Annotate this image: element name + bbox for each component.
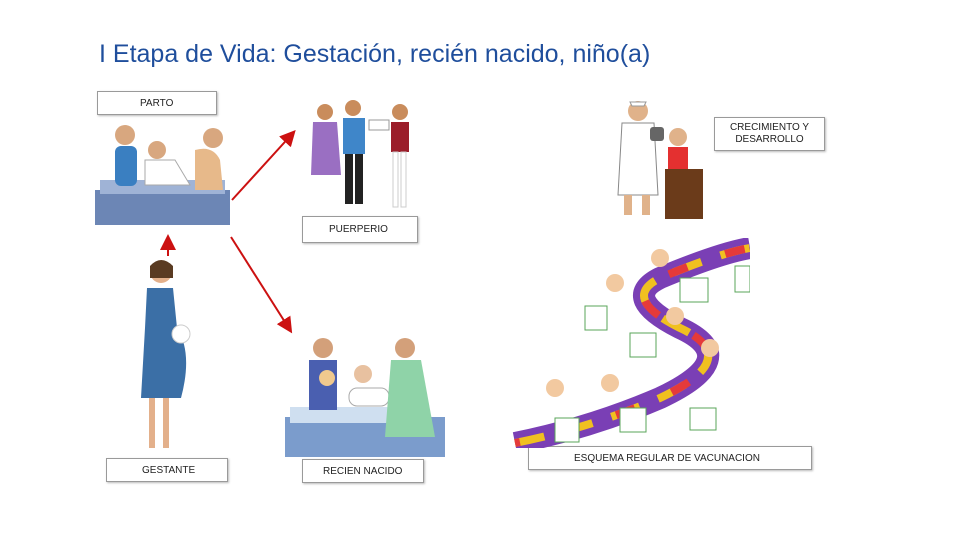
puerperio-illustration bbox=[311, 100, 409, 208]
label-esquema: ESQUEMA REGULAR DE VACUNACION bbox=[528, 446, 812, 470]
label-puerperio-text: PUERPERIO bbox=[329, 224, 388, 235]
label-recien-nacido-text: RECIEN NACIDO bbox=[323, 465, 403, 477]
label-parto-text: PARTO bbox=[140, 97, 174, 109]
vacunacion-illustration bbox=[512, 238, 750, 448]
slide-title: I Etapa de Vida: Gestación, recién nacid… bbox=[99, 40, 651, 68]
label-gestante-text: GESTANTE bbox=[142, 464, 196, 476]
crecimiento-illustration bbox=[617, 101, 703, 219]
delivery-illustration bbox=[95, 125, 230, 225]
label-puerperio: PUERPERIO bbox=[302, 216, 418, 243]
label-gestante: GESTANTE bbox=[106, 458, 228, 482]
recien-nacido-illustration bbox=[285, 338, 445, 457]
label-crecimiento-text: CRECIMIENTO Y DESARROLLO bbox=[729, 121, 810, 146]
label-recien-nacido: RECIEN NACIDO bbox=[302, 459, 424, 483]
label-crecimiento: CRECIMIENTO Y DESARROLLO bbox=[714, 117, 825, 151]
arrow-to-recien-nacido bbox=[230, 236, 293, 334]
arrow-parto-to-puerperio bbox=[231, 130, 296, 201]
gestante-illustration bbox=[141, 260, 191, 448]
label-esquema-text: ESQUEMA REGULAR DE VACUNACION bbox=[574, 452, 760, 464]
label-parto: PARTO bbox=[97, 91, 217, 115]
